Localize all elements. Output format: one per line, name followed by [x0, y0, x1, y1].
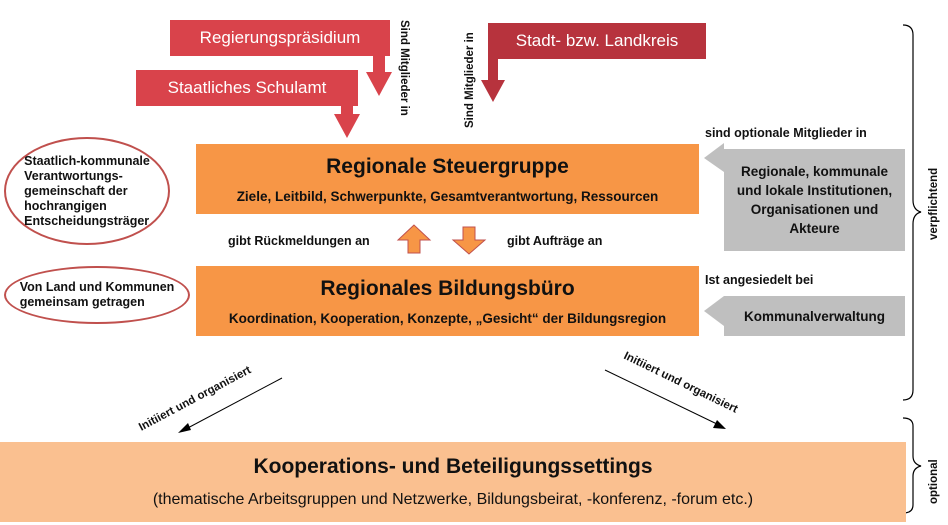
optionale-mitglieder-label: sind optionale Mitglieder in: [705, 126, 867, 140]
schulamt-label: Staatliches Schulamt: [167, 78, 327, 97]
box-kooperation: Kooperations- und Beteiligungssettings (…: [0, 442, 906, 522]
oval-getragen: Von Land und Kommunen gemeinsam getragen: [4, 266, 190, 324]
box-steuergruppe: Regionale Steuergruppe Ziele, Leitbild, …: [196, 144, 699, 214]
arrow-auftrag-down: [451, 226, 487, 255]
kooperation-subtitle: (thematische Arbeitsgruppen und Netzwerk…: [152, 491, 754, 508]
institutionen-text: Regionale, kommunale und lokale Institut…: [736, 164, 893, 236]
box-stadt-landkreis: Stadt- bzw. Landkreis: [488, 23, 706, 59]
rueckmeldungen-label: gibt Rückmeldungen an: [228, 234, 370, 248]
regierungspraesidium-label: Regierungspräsidium: [199, 28, 361, 47]
box-bildungsbuero: Regionales Bildungsbüro Koordination, Ko…: [196, 266, 699, 336]
verpflichtend-label: verpflichtend: [928, 167, 940, 240]
angesiedelt-label: Ist angesiedelt bei: [705, 273, 814, 287]
sind-mitglieder-label-1: Sind Mitglieder in: [398, 20, 410, 116]
box-institutionen: Regionale, kommunale und lokale Institut…: [724, 149, 905, 251]
box-regierungspraesidium: Regierungspräsidium: [170, 20, 390, 56]
arrow-schulamt-down: [334, 100, 360, 138]
verantwortung-text: Staatlich-kommunale Verantwortungs- geme…: [24, 153, 150, 228]
arrow-initiiert-right: [604, 369, 720, 426]
arrow-initiiert-left: [183, 377, 283, 431]
kommunalverwaltung-text: Kommunalverwaltung: [743, 308, 886, 324]
sind-mitglieder-label-2: Sind Mitglieder in: [464, 32, 476, 128]
auftraege-label: gibt Aufträge an: [507, 234, 603, 248]
box-kommunalverwaltung: Kommunalverwaltung: [724, 296, 905, 336]
arrow-kommunal-left: [704, 296, 724, 326]
arrow-stadt-down: [481, 48, 505, 102]
optional-label: optional: [928, 459, 940, 504]
oval-verantwortung: Staatlich-kommunale Verantwortungs- geme…: [4, 137, 170, 245]
steuergruppe-title: Regionale Steuergruppe: [326, 154, 569, 178]
arrow-regierung-down: [366, 48, 392, 96]
arrow-rueckmeldung-up: [396, 224, 432, 254]
getragen-text: Von Land und Kommunen gemeinsam getragen: [19, 280, 175, 309]
bracket-verpflichtend: [902, 24, 922, 401]
bracket-optional: [902, 417, 922, 514]
kooperation-title: Kooperations- und Beteiligungssettings: [253, 455, 653, 478]
stadt-landkreis-label: Stadt- bzw. Landkreis: [515, 31, 679, 50]
bildungsbuero-title: Regionales Bildungsbüro: [320, 276, 575, 300]
box-schulamt: Staatliches Schulamt: [136, 70, 358, 106]
bildungsbuero-subtitle: Koordination, Kooperation, Konzepte, „Ge…: [228, 310, 667, 326]
steuergruppe-subtitle: Ziele, Leitbild, Schwerpunkte, Gesamtver…: [236, 188, 659, 204]
arrow-institutionen-left: [704, 143, 724, 172]
